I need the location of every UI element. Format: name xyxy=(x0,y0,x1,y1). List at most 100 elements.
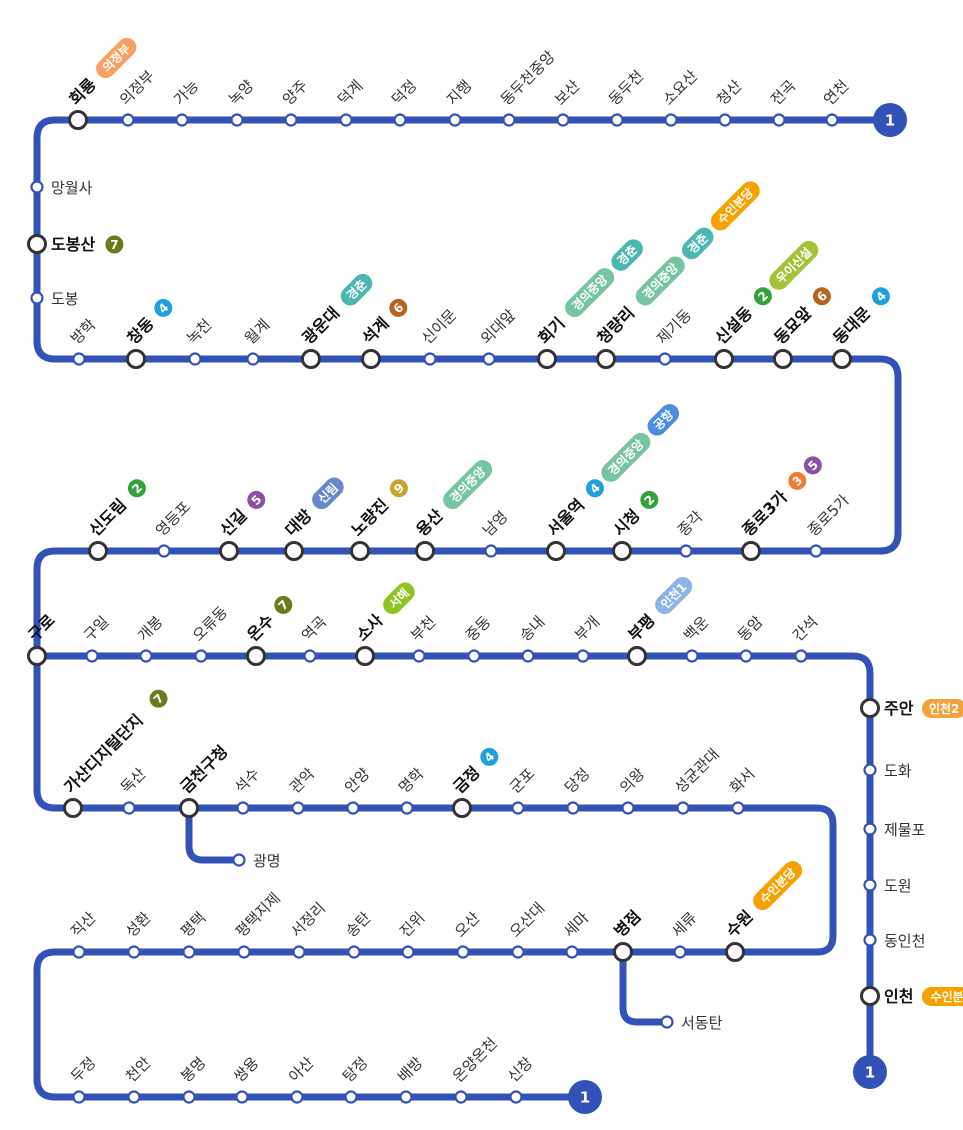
station-node-oedae[interactable] xyxy=(482,352,496,366)
station-node-jeongok[interactable] xyxy=(772,113,786,127)
station-node-nogyang[interactable] xyxy=(230,113,244,127)
station-node-doksan[interactable] xyxy=(122,801,136,815)
station-node-dohwa[interactable] xyxy=(863,763,877,777)
station-node-osan[interactable] xyxy=(456,945,470,959)
station-node-cheonan[interactable] xyxy=(127,1090,141,1104)
station-node-cheongsan[interactable] xyxy=(718,113,732,127)
station-node-seoryu[interactable] xyxy=(673,945,687,959)
station-node-jihaeng[interactable] xyxy=(448,113,462,127)
station-node-guil[interactable] xyxy=(85,649,99,663)
station-node-seoksu[interactable] xyxy=(236,801,250,815)
station-node-jiksan[interactable] xyxy=(72,945,86,959)
station-node-guro[interactable] xyxy=(27,646,47,666)
station-node-tangjeong[interactable] xyxy=(344,1090,358,1104)
station-node-dobong[interactable] xyxy=(30,291,44,305)
station-node-dobongsan[interactable] xyxy=(27,234,47,254)
station-node-baegun[interactable] xyxy=(685,649,699,663)
station-node-jongno5[interactable] xyxy=(809,544,823,558)
station-node-seokgye[interactable] xyxy=(361,349,381,369)
station-node-ssangyong[interactable] xyxy=(235,1090,249,1104)
station-node-dongincheon[interactable] xyxy=(863,933,877,947)
station-node-bugae[interactable] xyxy=(576,649,590,663)
station-node-oryu[interactable] xyxy=(194,649,208,663)
station-node-cheongnyangni[interactable] xyxy=(596,349,616,369)
station-node-sungkyunkwan[interactable] xyxy=(676,801,690,815)
station-node-sema[interactable] xyxy=(565,945,579,959)
station-node-wolgye[interactable] xyxy=(246,352,260,366)
station-node-yangju[interactable] xyxy=(284,113,298,127)
station-node-jongno3[interactable] xyxy=(741,541,761,561)
station-node-dongam[interactable] xyxy=(739,649,753,663)
station-node-gaebong[interactable] xyxy=(139,649,153,663)
station-node-sinchang[interactable] xyxy=(509,1090,523,1104)
station-node-pyeongtaekjije[interactable] xyxy=(237,945,251,959)
station-node-sindorim[interactable] xyxy=(88,541,108,561)
station-node-onsu[interactable] xyxy=(246,646,266,666)
station-node-dujeong[interactable] xyxy=(72,1090,86,1104)
station-node-dongducheonjungang[interactable] xyxy=(502,113,516,127)
station-node-myeonghak[interactable] xyxy=(400,801,414,815)
station-node-yongsan[interactable] xyxy=(415,541,435,561)
station-node-seojeongni[interactable] xyxy=(292,945,306,959)
station-node-bupyeong[interactable] xyxy=(627,646,647,666)
station-node-suwon[interactable] xyxy=(725,942,745,962)
station-node-anyang[interactable] xyxy=(346,801,360,815)
station-node-yeoncheon[interactable] xyxy=(825,113,839,127)
station-node-bongmyeong[interactable] xyxy=(182,1090,196,1104)
station-node-gwanak[interactable] xyxy=(291,801,305,815)
station-node-pyeongtaek[interactable] xyxy=(182,945,196,959)
station-node-sinseol[interactable] xyxy=(714,349,734,369)
station-node-geumjeong[interactable] xyxy=(452,798,472,818)
station-node-deokjeong[interactable] xyxy=(393,113,407,127)
station-node-jemulpo[interactable] xyxy=(863,822,877,836)
station-node-jonggak[interactable] xyxy=(679,544,693,558)
station-node-dongdaemun[interactable] xyxy=(832,349,852,369)
station-node-daebang[interactable] xyxy=(284,541,304,561)
station-node-namyeong[interactable] xyxy=(484,544,498,558)
station-node-cityhall[interactable] xyxy=(612,541,632,561)
station-node-noryangjin[interactable] xyxy=(350,541,370,561)
station-node-changdong[interactable] xyxy=(126,349,146,369)
station-node-bosan[interactable] xyxy=(556,113,570,127)
station-node-songtan[interactable] xyxy=(347,945,361,959)
station-node-gunpo[interactable] xyxy=(511,801,525,815)
station-node-onyang[interactable] xyxy=(454,1090,468,1104)
station-node-songnae[interactable] xyxy=(521,649,535,663)
station-node-banghak[interactable] xyxy=(72,352,86,366)
station-node-hoegi[interactable] xyxy=(537,349,557,369)
station-node-byeongjeom[interactable] xyxy=(613,942,633,962)
station-node-incheon[interactable] xyxy=(860,986,880,1006)
station-node-yeokgok[interactable] xyxy=(303,649,317,663)
station-node-baebang[interactable] xyxy=(399,1090,413,1104)
station-node-yeongdeungpo[interactable] xyxy=(157,544,171,558)
station-node-asan[interactable] xyxy=(290,1090,304,1104)
station-node-gwangwoondae[interactable] xyxy=(301,349,321,369)
station-node-seodongtan[interactable] xyxy=(660,1015,674,1029)
station-node-deokgye[interactable] xyxy=(339,113,353,127)
station-node-hwaseo[interactable] xyxy=(731,801,745,815)
station-node-sinimun[interactable] xyxy=(423,352,437,366)
station-node-dowon[interactable] xyxy=(863,878,877,892)
station-node-hoeryong[interactable] xyxy=(68,110,88,130)
station-node-jegi[interactable] xyxy=(658,352,672,366)
station-node-seonghwan[interactable] xyxy=(127,945,141,959)
station-node-bucheon[interactable] xyxy=(412,649,426,663)
station-node-juan[interactable] xyxy=(860,698,880,718)
station-node-seoul[interactable] xyxy=(546,541,566,561)
station-node-dangjeong[interactable] xyxy=(566,801,580,815)
station-node-uijeongbu[interactable] xyxy=(121,113,135,127)
station-node-ganseok[interactable] xyxy=(794,649,808,663)
station-node-gwangmyeong[interactable] xyxy=(232,853,246,867)
station-node-osandae[interactable] xyxy=(511,945,525,959)
station-node-gasan[interactable] xyxy=(63,798,83,818)
station-node-ganeung[interactable] xyxy=(175,113,189,127)
station-node-dongmyo[interactable] xyxy=(773,349,793,369)
station-node-nokcheon[interactable] xyxy=(188,352,202,366)
station-node-mangwolsa[interactable] xyxy=(30,180,44,194)
station-node-singil[interactable] xyxy=(219,541,239,561)
station-node-uiwang[interactable] xyxy=(621,801,635,815)
station-node-geumcheon[interactable] xyxy=(179,798,199,818)
station-node-jungdong[interactable] xyxy=(467,649,481,663)
station-node-jinwi[interactable] xyxy=(401,945,415,959)
station-node-dongducheon[interactable] xyxy=(610,113,624,127)
